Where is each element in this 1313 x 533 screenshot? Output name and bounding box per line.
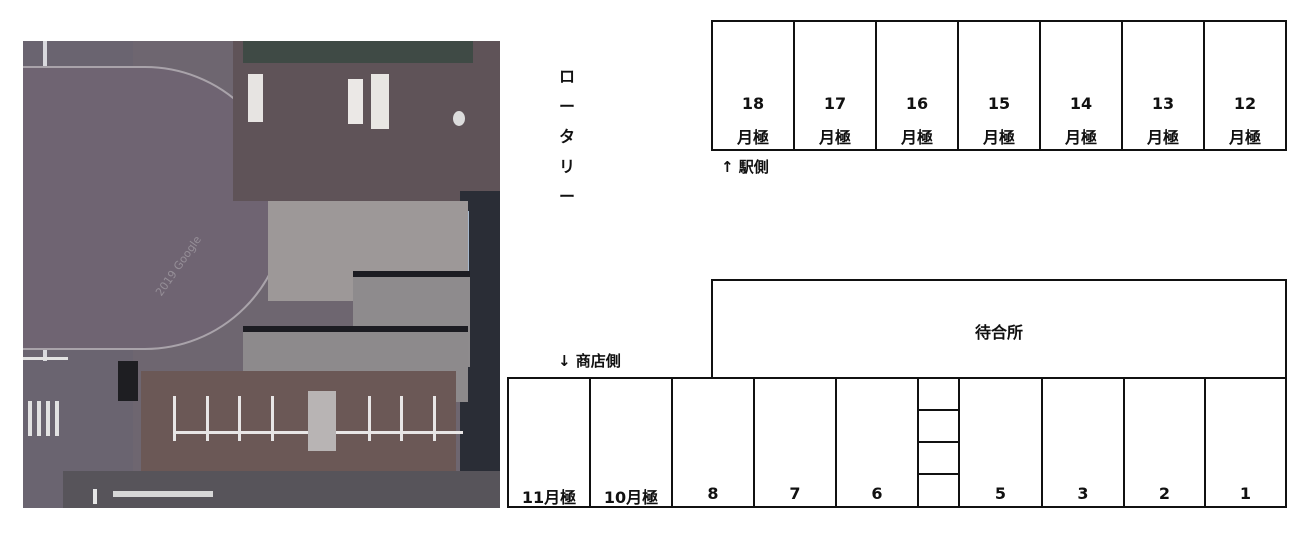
space-number: 16 bbox=[905, 94, 929, 113]
space-label: 3 bbox=[1077, 484, 1089, 503]
space-number: 17 bbox=[823, 94, 847, 113]
stair-step bbox=[919, 473, 958, 475]
waiting-room: 待合所 bbox=[711, 279, 1287, 379]
parking-space-1: 1 bbox=[1204, 377, 1287, 508]
rotary-char: タ bbox=[559, 127, 576, 146]
space-label: 6 bbox=[871, 484, 883, 503]
space-label: 1 bbox=[1239, 484, 1252, 503]
parking-space-8: 8 bbox=[671, 377, 755, 508]
space-type: 月極 bbox=[982, 128, 1015, 147]
parking-space-13: 13 月極 bbox=[1121, 20, 1205, 151]
parking-space-15: 15 月極 bbox=[957, 20, 1041, 151]
space-number: 14 bbox=[1069, 94, 1093, 113]
space-label: 8 bbox=[707, 484, 719, 503]
space-label: 11月極 bbox=[521, 488, 577, 507]
rotary-char: ー bbox=[559, 187, 576, 206]
parking-space-14: 14 月極 bbox=[1039, 20, 1123, 151]
parking-space-3: 3 bbox=[1041, 377, 1125, 508]
space-type: 月極 bbox=[818, 128, 851, 147]
space-label: 10月極 bbox=[603, 488, 659, 507]
stairs bbox=[917, 377, 960, 508]
station-side-label: ↑ 駅側 bbox=[721, 158, 769, 176]
space-type: 月極 bbox=[900, 128, 933, 147]
rotary-char: ロ bbox=[559, 67, 576, 86]
rotary-label: ロ ー タ リ ー bbox=[559, 62, 575, 212]
space-number: 13 bbox=[1151, 94, 1175, 113]
space-number: 15 bbox=[987, 94, 1011, 113]
space-type: 月極 bbox=[1228, 128, 1261, 147]
space-label: 7 bbox=[789, 484, 801, 503]
parking-space-12: 12 月極 bbox=[1203, 20, 1287, 151]
rotary-char: ー bbox=[559, 97, 576, 116]
space-label: 5 bbox=[994, 484, 1007, 503]
space-type: 月極 bbox=[1064, 128, 1097, 147]
rotary-char: リ bbox=[559, 157, 576, 176]
space-number: 18 bbox=[741, 94, 765, 113]
parking-space-11: 11月極 bbox=[507, 377, 591, 508]
stair-step bbox=[919, 441, 958, 443]
space-number: 12 bbox=[1233, 94, 1257, 113]
parking-space-7: 7 bbox=[753, 377, 837, 508]
parking-space-17: 17 月極 bbox=[793, 20, 877, 151]
waiting-room-label: 待合所 bbox=[974, 323, 1023, 342]
space-type: 月極 bbox=[736, 128, 769, 147]
space-label: 2 bbox=[1158, 484, 1171, 503]
shop-side-label: ↓ 商店側 bbox=[558, 352, 621, 370]
parking-space-16: 16 月極 bbox=[875, 20, 959, 151]
parking-space-5: 5 bbox=[958, 377, 1043, 508]
stair-step bbox=[919, 409, 958, 411]
parking-space-18: 18 月極 bbox=[711, 20, 795, 151]
parking-space-6: 6 bbox=[835, 377, 919, 508]
parking-space-10: 10月極 bbox=[589, 377, 673, 508]
space-type: 月極 bbox=[1146, 128, 1179, 147]
parking-space-2: 2 bbox=[1123, 377, 1206, 508]
aerial-photo: 2019 Google bbox=[23, 41, 500, 508]
